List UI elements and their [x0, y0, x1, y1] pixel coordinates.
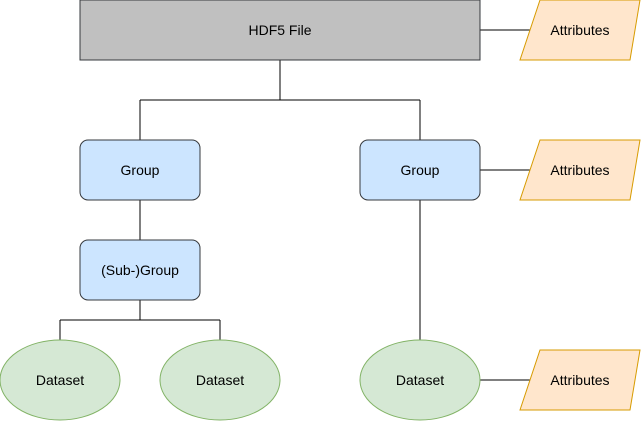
dataset-right-shape	[359, 339, 481, 421]
root-node[interactable]: HDF5 File	[79, 0, 481, 61]
root-attributes-label: Attributes	[550, 22, 609, 38]
group-left-label: Group	[121, 162, 160, 178]
dataset-right-attributes-shape	[519, 349, 641, 411]
dataset-right-label: Dataset	[396, 372, 444, 388]
dataset-left-b-label: Dataset	[196, 372, 244, 388]
subgroup-shape	[79, 239, 201, 301]
group-right-shape	[359, 139, 481, 201]
root-node-label: HDF5 File	[248, 22, 311, 38]
root-node-shape	[79, 0, 481, 61]
dataset-left-b-node[interactable]: Dataset	[159, 339, 281, 421]
group-left-node[interactable]: Group	[79, 139, 201, 201]
dataset-left-a-node[interactable]: Dataset	[0, 339, 121, 421]
subgroup-node[interactable]: (Sub-)Group	[79, 239, 201, 301]
edge-root-to-groups	[139, 60, 421, 140]
group-right-attributes-node[interactable]: Attributes	[519, 139, 641, 201]
group-right-node[interactable]: Group	[359, 139, 481, 201]
edge-subgroup-to-datasets	[59, 300, 221, 340]
dataset-right-attributes-node[interactable]: Attributes	[519, 349, 641, 411]
dataset-right-attributes-label: Attributes	[550, 372, 609, 388]
group-left-shape	[79, 139, 201, 201]
dataset-left-a-label: Dataset	[36, 372, 84, 388]
group-right-attributes-shape	[519, 139, 641, 201]
subgroup-label: (Sub-)Group	[101, 262, 179, 278]
group-right-label: Group	[401, 162, 440, 178]
dataset-right-node[interactable]: Dataset	[359, 339, 481, 421]
group-right-attributes-label: Attributes	[550, 162, 609, 178]
dataset-left-a-shape	[0, 339, 121, 421]
root-attributes-shape	[519, 0, 641, 61]
dataset-left-b-shape	[159, 339, 281, 421]
root-attributes-node[interactable]: Attributes	[519, 0, 641, 61]
connectors	[59, 29, 530, 381]
